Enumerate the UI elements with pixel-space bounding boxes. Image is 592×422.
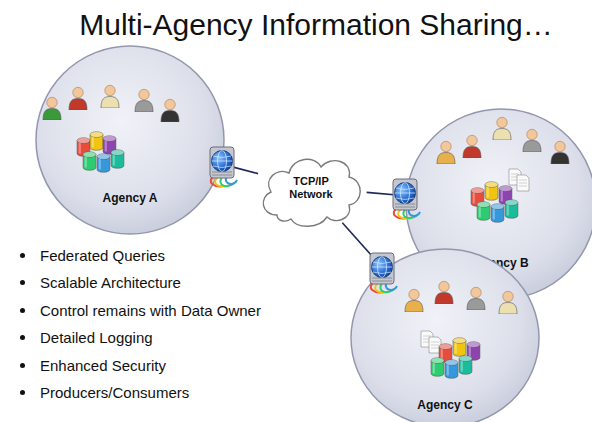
agency-circle-shape [350, 248, 540, 422]
bullet-list: Federated QueriesScalable ArchitectureCo… [18, 242, 261, 406]
network-link [367, 192, 406, 195]
agency-circle: Agency C [350, 248, 540, 422]
bullet-item: Enhanced Security [18, 352, 261, 379]
agency-circle-shape [35, 45, 225, 235]
bullet-item: Federated Queries [18, 242, 261, 269]
network-cloud: TCP/IP Network [255, 145, 367, 230]
agency-label: Agency A [80, 191, 180, 205]
bullet-item: Control remains with Data Owner [18, 297, 261, 324]
network-link [342, 223, 383, 269]
diagram-title: Multi-Agency Information Sharing… [20, 8, 592, 42]
bullet-item: Producers/Consumers [18, 379, 261, 406]
bullet-item: Scalable Architecture [18, 269, 261, 296]
network-cloud-shape [255, 145, 367, 230]
agency-label: Agency C [395, 398, 495, 412]
agency-circle: Agency A [35, 45, 225, 235]
network-link [222, 164, 258, 173]
network-label: TCP/IP Network [279, 175, 343, 201]
bullet-item: Detailed Logging [18, 324, 261, 351]
